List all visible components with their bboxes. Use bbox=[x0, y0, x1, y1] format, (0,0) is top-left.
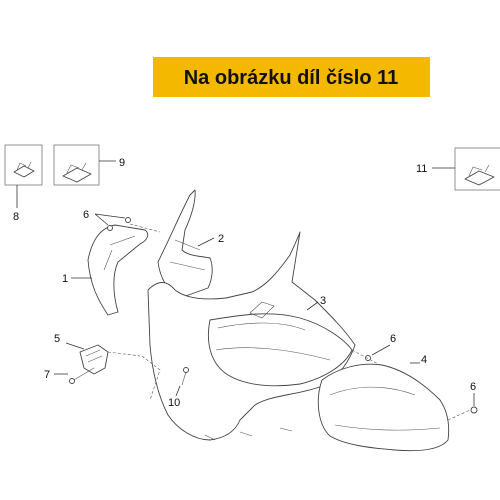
part-7-screw bbox=[54, 367, 95, 384]
callout-6-middle: 6 bbox=[390, 333, 396, 345]
part-6-screw-middle bbox=[365, 344, 391, 361]
part-6-screw-right bbox=[470, 393, 478, 414]
callout-6-top: 6 bbox=[83, 209, 89, 221]
part-1-side-panel bbox=[71, 224, 149, 316]
callout-6-right: 6 bbox=[470, 381, 476, 393]
part-6-screws-top bbox=[94, 213, 131, 231]
callout-10: 10 bbox=[168, 397, 180, 409]
title-banner: Na obrázku díl číslo 11 bbox=[153, 57, 430, 97]
callout-9: 9 bbox=[119, 157, 125, 169]
part-3-body-shell bbox=[147, 231, 356, 441]
part-9-clip bbox=[53, 144, 116, 186]
callout-4: 4 bbox=[421, 354, 427, 366]
part-11-clip bbox=[432, 147, 500, 191]
callout-5: 5 bbox=[54, 333, 60, 345]
part-5-bracket bbox=[65, 342, 141, 375]
callout-3: 3 bbox=[320, 295, 326, 307]
title-banner-text: Na obrázku díl číslo 11 bbox=[184, 67, 399, 89]
assembly-lines bbox=[129, 223, 471, 421]
callout-7: 7 bbox=[44, 369, 50, 381]
callout-8: 8 bbox=[13, 211, 19, 223]
part-8-clip bbox=[4, 144, 43, 208]
callout-2: 2 bbox=[218, 233, 224, 245]
callout-11: 11 bbox=[416, 163, 427, 175]
part-10-screw bbox=[175, 367, 189, 397]
part-4-side-cover bbox=[317, 362, 450, 452]
part-2-inner-panel bbox=[157, 189, 215, 299]
title-banner-background bbox=[153, 57, 430, 97]
callout-1: 1 bbox=[62, 273, 68, 285]
